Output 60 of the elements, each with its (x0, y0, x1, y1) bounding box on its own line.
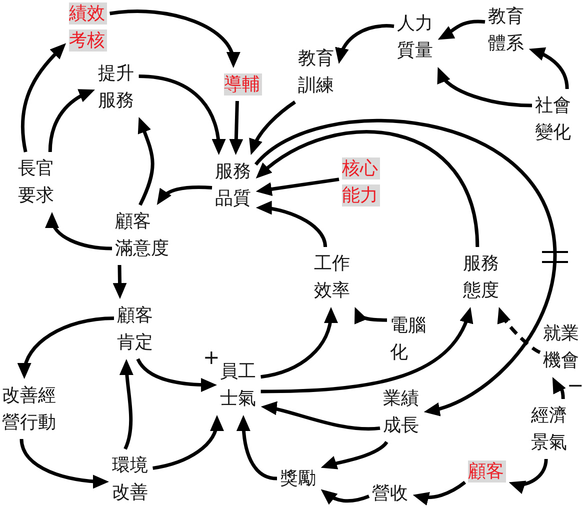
arrow (20, 438, 109, 488)
variable-label: 服務品質 (215, 158, 253, 212)
variable-label: 教育體系 (488, 3, 526, 57)
variable-label: 教育訓練 (298, 45, 336, 99)
dashed-arrow (498, 307, 541, 354)
arrow (438, 20, 486, 40)
arrow (152, 415, 223, 470)
arrow (320, 440, 388, 470)
variable-label: 經濟景氣 (531, 402, 569, 456)
variable-label: 長官要求 (18, 155, 56, 209)
arrow (260, 402, 380, 431)
arrow (256, 130, 480, 248)
arrow (46, 212, 112, 250)
highlighted-variable-label: 核心能力 (342, 155, 380, 209)
variable-label: 改善經營行動 (2, 382, 58, 436)
variable-label: 提升服務 (98, 60, 136, 114)
variable-label: 業績成長 (383, 385, 421, 439)
arrow (437, 67, 532, 108)
variable-label: 營收 (372, 480, 410, 507)
variable-label: 社會變化 (535, 92, 573, 146)
arrow (112, 264, 127, 299)
arrow (136, 358, 217, 392)
arrow (254, 119, 557, 416)
arrow (256, 178, 340, 196)
arrow (260, 307, 338, 379)
arrow (20, 43, 66, 152)
arrow (320, 489, 370, 505)
variable-label: 就業機會 (543, 320, 581, 374)
arrow (412, 480, 466, 506)
arrow (256, 201, 328, 248)
variable-label: 獎勵 (280, 465, 318, 492)
highlighted-variable-label: 導輔 (224, 71, 262, 98)
arrow (250, 100, 296, 155)
arrow (552, 377, 566, 400)
polarity-sign: − (567, 375, 583, 395)
arrow (336, 24, 394, 64)
polarity-sign: + (203, 347, 220, 367)
arrow (260, 307, 472, 394)
variable-label: 工作效率 (314, 250, 352, 304)
arrow (18, 316, 114, 379)
arrow (48, 89, 95, 152)
highlighted-variable-label: 顧客 (468, 458, 506, 485)
arrow (236, 415, 278, 480)
arrow (508, 458, 548, 494)
variable-label: 電腦化 (390, 312, 428, 366)
highlighted-variable-label: 績效考核 (69, 0, 107, 54)
arrow (229, 100, 244, 155)
variable-label: 員工士氣 (220, 358, 258, 412)
variable-label: 顧客肯定 (117, 302, 155, 356)
arrow (528, 48, 569, 90)
arrow (138, 117, 154, 206)
variable-label: 人力質量 (397, 10, 435, 64)
arrow (120, 359, 134, 450)
arrow (156, 185, 212, 205)
variable-label: 服務態度 (463, 250, 501, 304)
arrow (138, 74, 226, 155)
arrow (110, 10, 239, 68)
arrow (354, 307, 388, 325)
variable-label: 環境改善 (112, 452, 150, 506)
variable-label: 顧客滿意度 (115, 208, 171, 262)
